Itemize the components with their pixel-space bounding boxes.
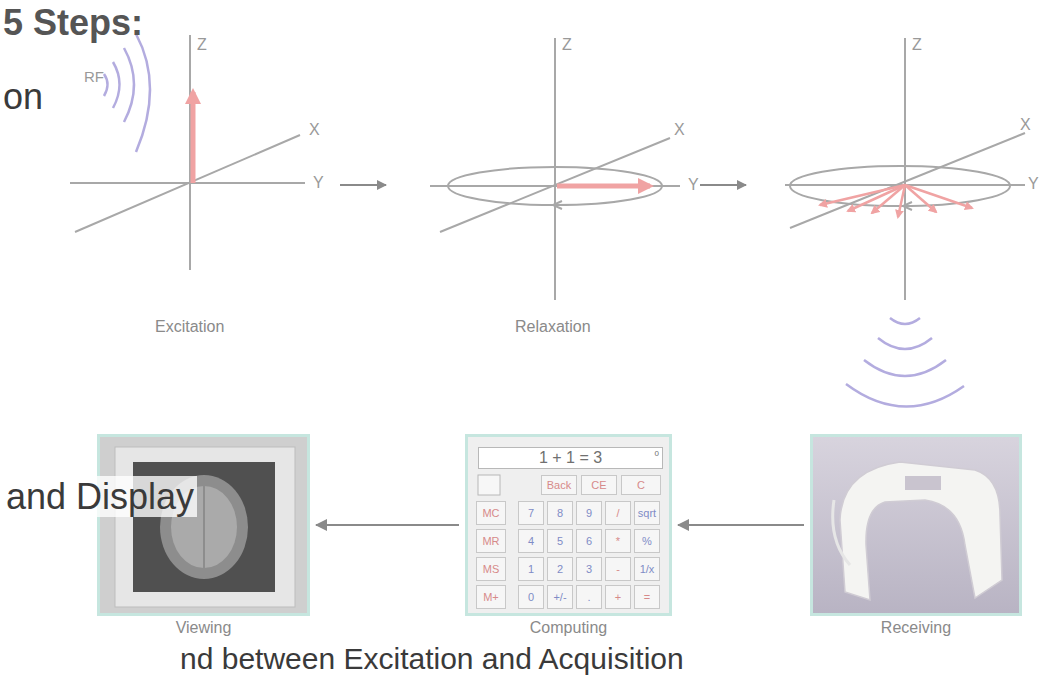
- key-label: 4: [528, 535, 534, 548]
- key-label: 7: [528, 507, 534, 520]
- key-label: 5: [557, 535, 563, 548]
- calculator-key: Back: [541, 475, 577, 495]
- calculator-key: CE: [581, 475, 617, 495]
- calculator-key: 1/x: [634, 557, 660, 581]
- key-label: M+: [483, 591, 499, 604]
- calculator-display: 1 + 1 = 3 0: [478, 447, 663, 469]
- memory-key: MC: [476, 501, 506, 525]
- memory-key: MR: [476, 529, 506, 553]
- memory-key: M+: [476, 585, 506, 609]
- key-label: Back: [547, 479, 571, 492]
- flow-arrow: [316, 524, 459, 526]
- calculator-key: 9: [576, 501, 602, 525]
- memory-key: MS: [476, 557, 506, 581]
- calculator-key: 3: [576, 557, 602, 581]
- axis-label: Z: [562, 36, 572, 54]
- axis-label: Y: [313, 174, 324, 192]
- key-label: .: [587, 591, 590, 604]
- calculator-key: /: [605, 501, 631, 525]
- key-label: 6: [586, 535, 592, 548]
- calculator-key: %: [634, 529, 660, 553]
- receiving-photo: Receiving: [810, 434, 1022, 616]
- key-label: +/-: [553, 591, 566, 604]
- slide-heading: 5 Steps:: [3, 2, 143, 43]
- panel-caption: Relaxation: [515, 318, 591, 336]
- step-caption: Computing: [530, 619, 607, 637]
- bullet-text: on: [3, 76, 43, 117]
- calculator-key: =: [634, 585, 660, 609]
- calculator-key: 4: [518, 529, 544, 553]
- display-text: 1 + 1 = 3: [539, 449, 602, 467]
- calculator-key: 0: [518, 585, 544, 609]
- key-label: MC: [482, 507, 499, 520]
- key-label: %: [642, 535, 652, 548]
- calculator-key: .: [576, 585, 602, 609]
- key-label: 8: [557, 507, 563, 520]
- axis-label: Y: [1028, 175, 1039, 193]
- step-caption: Viewing: [176, 619, 232, 637]
- axis-label: Z: [912, 36, 922, 54]
- key-label: 9: [586, 507, 592, 520]
- axis-label: Z: [197, 36, 207, 54]
- key-label: 1: [528, 563, 534, 576]
- calculator-key: 5: [547, 529, 573, 553]
- key-label: /: [616, 507, 619, 520]
- key-label: *: [616, 535, 620, 548]
- key-label: CE: [591, 479, 606, 492]
- display-indicator: 0: [655, 449, 659, 458]
- bullet-text: nd between Excitation and Acquisition: [180, 642, 684, 677]
- calculator-key: 1: [518, 557, 544, 581]
- key-label: 1/x: [640, 563, 655, 576]
- calculator-key: +/-: [547, 585, 573, 609]
- key-label: =: [644, 591, 650, 604]
- key-label: MS: [483, 563, 500, 576]
- calculator-key: 7: [518, 501, 544, 525]
- axis-label: Y: [688, 176, 699, 194]
- calculator-key: -: [605, 557, 631, 581]
- axis-label: X: [1020, 116, 1031, 134]
- step-caption: Receiving: [881, 619, 951, 637]
- bullet-text: and Display: [3, 476, 197, 517]
- flow-arrow: [678, 524, 804, 526]
- calculator-key: C: [621, 475, 661, 495]
- key-label: -: [616, 563, 620, 576]
- axis-label: X: [309, 121, 320, 139]
- key-label: 2: [557, 563, 563, 576]
- key-label: 0: [528, 591, 534, 604]
- calculator-key: 8: [547, 501, 573, 525]
- rf-label: RF: [84, 68, 104, 85]
- key-label: MR: [482, 535, 499, 548]
- panel-caption: Excitation: [155, 318, 224, 336]
- calculator-key: 6: [576, 529, 602, 553]
- calculator-key: +: [605, 585, 631, 609]
- key-label: +: [615, 591, 621, 604]
- key-label: sqrt: [638, 507, 656, 520]
- key-label: C: [637, 479, 645, 492]
- axis-label: X: [674, 121, 685, 139]
- viewing-photo: Viewing: [97, 434, 310, 616]
- calculator-key: *: [605, 529, 631, 553]
- calculator-window: Computing1 + 1 = 30BackCECMC789/sqrtMR45…: [465, 434, 672, 616]
- key-label: 3: [586, 563, 592, 576]
- calculator-key: sqrt: [634, 501, 660, 525]
- calculator-key: 2: [547, 557, 573, 581]
